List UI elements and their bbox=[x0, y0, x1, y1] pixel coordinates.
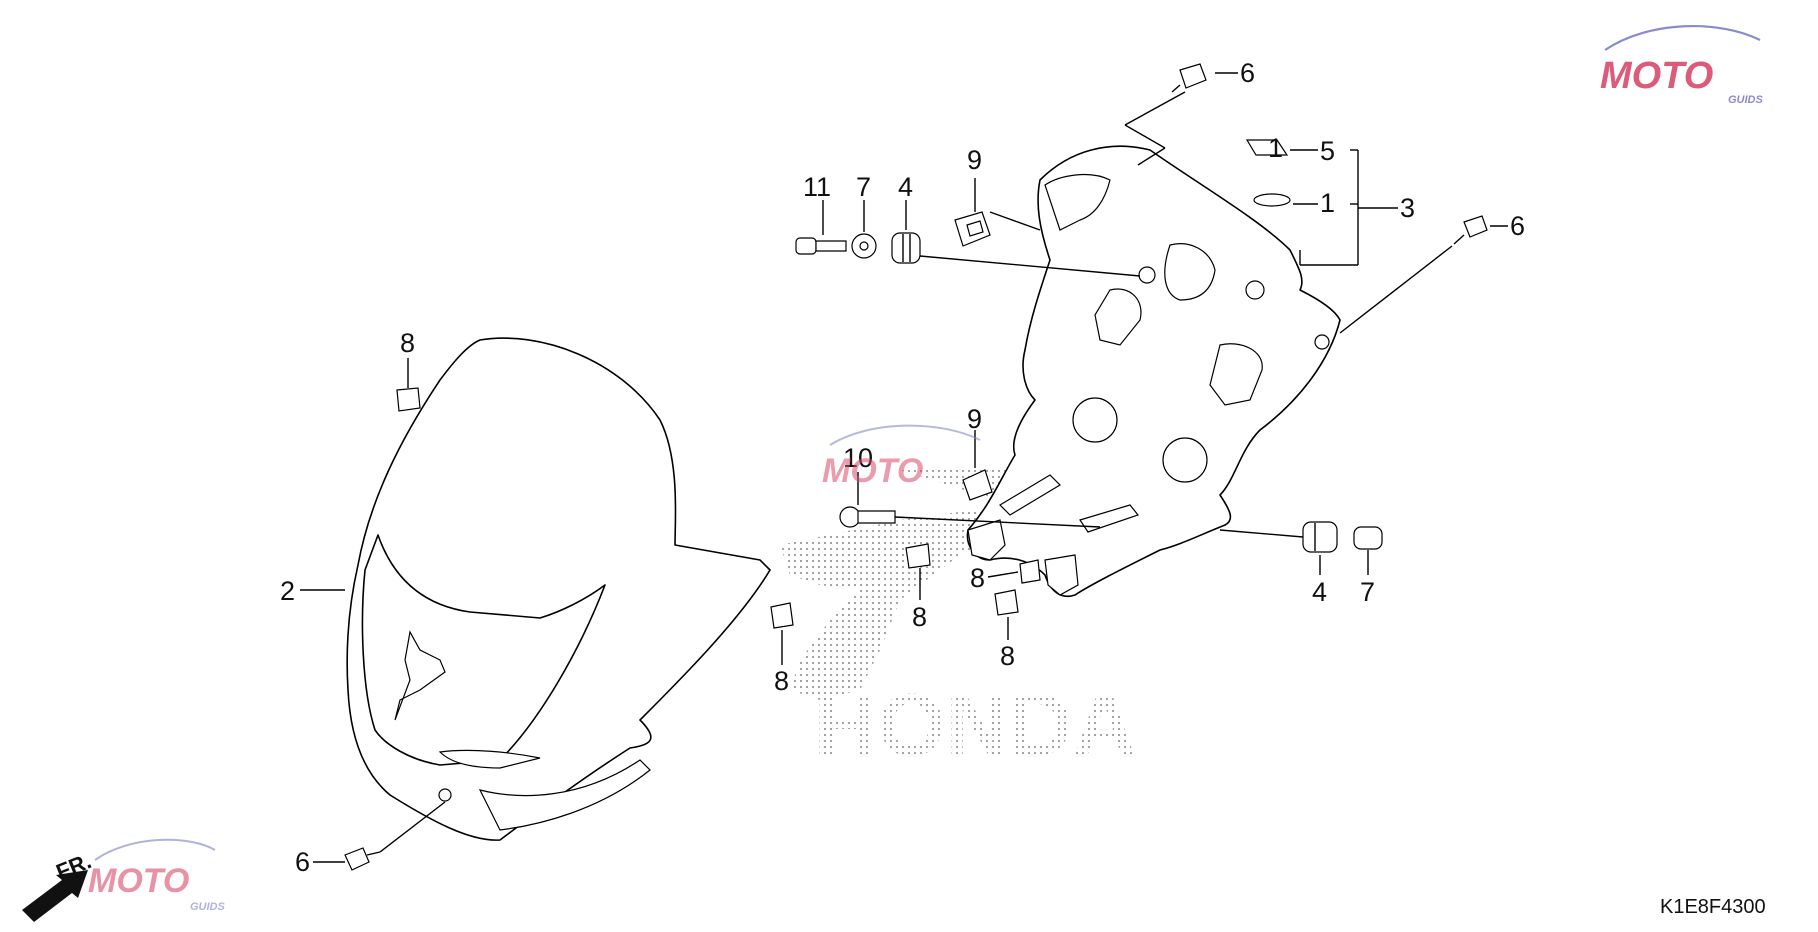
cowl-lower-lip bbox=[438, 749, 541, 769]
site-logo-top-right: MOTO GUIDS bbox=[1600, 24, 1764, 106]
callout-6-right: 6 bbox=[1510, 211, 1525, 241]
site-logo-word: MOTO bbox=[1600, 55, 1713, 97]
screw-6-top bbox=[1171, 63, 1207, 93]
honda-wing-logo bbox=[780, 470, 1120, 700]
inner-panel-foot-2 bbox=[1044, 554, 1079, 596]
cowl-bracket bbox=[394, 630, 446, 721]
callout-6-bottom: 6 bbox=[295, 847, 310, 877]
callout-5: 5 bbox=[1320, 136, 1335, 166]
cowl-chin bbox=[478, 759, 651, 831]
screw-6-right bbox=[1453, 215, 1488, 245]
leader-lines bbox=[300, 72, 1508, 863]
front-direction-indicator: FR. bbox=[22, 848, 95, 922]
callout-1: 1 bbox=[1268, 133, 1283, 163]
bolt-11 bbox=[795, 237, 847, 255]
bolt-10 bbox=[839, 506, 896, 528]
callout-4-lower: 4 bbox=[1312, 577, 1327, 607]
callout-4-upper: 4 bbox=[898, 172, 913, 202]
callout-10: 10 bbox=[843, 443, 873, 473]
cowl-inner-opening bbox=[361, 534, 606, 766]
clip-9-middle bbox=[962, 469, 993, 501]
inner-panel-rim bbox=[1044, 174, 1111, 231]
inner-panel-outline bbox=[966, 145, 1341, 597]
site-logo-center: MOTO bbox=[822, 424, 981, 490]
front-arrow-icon bbox=[22, 870, 88, 922]
washer-7-upper bbox=[851, 233, 877, 259]
screw-6-bottom bbox=[344, 847, 381, 871]
clip-8-right-b bbox=[994, 589, 1019, 616]
callout-7-upper: 7 bbox=[856, 172, 871, 202]
inner-panel-hole-4 bbox=[1245, 280, 1265, 300]
inner-panel-cutout-1 bbox=[1164, 243, 1216, 301]
callout-6-top: 6 bbox=[1240, 58, 1255, 88]
inner-panel-cutout-2 bbox=[1094, 288, 1142, 346]
honda-wordmark: HONDA bbox=[814, 675, 1137, 774]
site-logo-bottom-left: MOTO GUIDS bbox=[88, 838, 226, 913]
emblem-1 bbox=[1253, 193, 1291, 207]
grommet-4-upper bbox=[891, 232, 921, 264]
callout-7-lower: 7 bbox=[1360, 577, 1375, 607]
diagram-code: K1E8F4300 bbox=[1660, 896, 1766, 918]
inner-panel bbox=[966, 145, 1341, 597]
inner-panel-hole-5 bbox=[1314, 334, 1330, 350]
callout-2: 2 bbox=[280, 576, 295, 606]
callout-8-mid-left: 8 bbox=[774, 666, 789, 696]
grommet-4-lower bbox=[1302, 521, 1338, 553]
clip-8-right-a bbox=[1019, 559, 1041, 584]
callout-3: 3 bbox=[1400, 193, 1415, 223]
inner-panel-hole-1 bbox=[1072, 397, 1118, 443]
pad-5 bbox=[1245, 139, 1289, 156]
inner-panel-cutout-3 bbox=[1209, 343, 1263, 406]
callout-8-right-b: 8 bbox=[1000, 641, 1015, 671]
inner-panel-hole-3 bbox=[1138, 266, 1156, 284]
callout-8-top-left: 8 bbox=[400, 328, 415, 358]
callout-11: 11 bbox=[803, 172, 831, 202]
callouts: 1 1 2 3 4 4 5 6 6 6 7 7 8 8 8 8 8 9 9 10… bbox=[280, 58, 1525, 877]
honda-watermark: HONDA bbox=[780, 470, 1136, 774]
site-logo-center-word: MOTO bbox=[822, 452, 923, 490]
clip-8-mid-left bbox=[770, 602, 794, 629]
inner-panel-slot-1 bbox=[999, 474, 1061, 516]
site-logo-sub: GUIDS bbox=[1728, 94, 1764, 106]
site-logo-bottom-word: MOTO bbox=[88, 862, 189, 900]
clip-8-top-left bbox=[396, 387, 421, 412]
site-logo-bottom-sub: GUIDS bbox=[190, 901, 226, 913]
clip-9-upper bbox=[954, 211, 991, 247]
washer-7-lower bbox=[1353, 526, 1383, 550]
callout-8-right-a: 8 bbox=[970, 563, 985, 593]
headlight-cowl bbox=[346, 337, 771, 841]
inner-panel-slot-2 bbox=[1079, 504, 1140, 533]
callout-8-mid: 8 bbox=[912, 602, 927, 632]
clip-8-mid bbox=[905, 543, 931, 569]
callout-9-upper: 9 bbox=[967, 145, 982, 175]
callout-9-middle: 9 bbox=[967, 404, 982, 434]
callout-1-emblem: 1 bbox=[1320, 188, 1335, 218]
inner-panel-hole-2 bbox=[1162, 437, 1208, 483]
cowl-mount-hole bbox=[438, 788, 452, 802]
